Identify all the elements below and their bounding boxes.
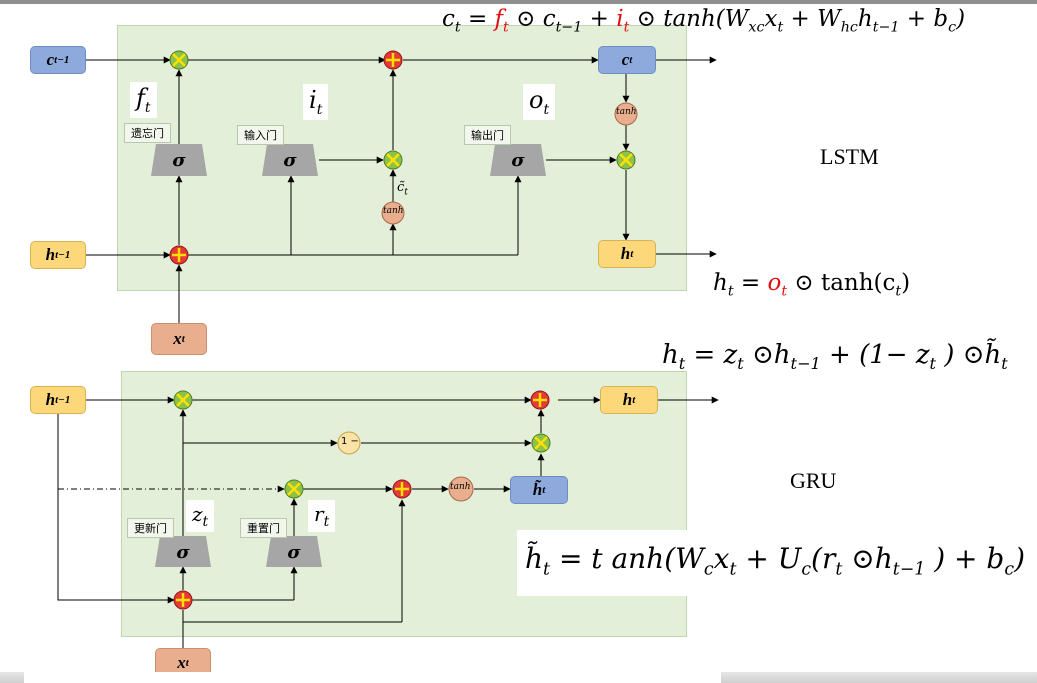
- gru-r-t-symbol: rt: [308, 500, 336, 532]
- gru-one-minus-label: 1 −: [341, 436, 359, 447]
- gru-update-sigma: σ: [176, 541, 190, 563]
- lstm-c-tilde-label: c̃t: [397, 180, 408, 198]
- lstm-i-t-symbol: it: [303, 84, 329, 120]
- forget-gate-tag: 遗忘门: [124, 123, 171, 143]
- lstm-o-t-symbol: ot: [523, 84, 556, 120]
- multiply-nodes: [169, 50, 636, 499]
- gru-hidden-equation: ht = zt ⊙ht−1 + (1− zt ) ⊙h̃t: [662, 340, 1008, 374]
- update-gate-tag: 更新门: [127, 518, 174, 538]
- top-border: [0, 0, 1037, 4]
- lstm-input-sigma: σ: [283, 149, 297, 171]
- lstm-label: LSTM: [820, 144, 879, 169]
- gru-z-t-symbol: zt: [186, 500, 215, 532]
- add-nodes: [169, 50, 550, 610]
- gru-candidate-equation: h̃t = t anh(Wcxt + Uc(rt ⊙ht−1 ) + bc): [517, 530, 1025, 596]
- lstm-cell-equation: ct = ft ⊙ ct−1 + it ⊙ tanh(Wxcxt + Whcht…: [442, 6, 966, 36]
- lstm-tanh-candidate-label: tanh: [383, 206, 404, 216]
- gru-h-tilde-box: h̃t: [510, 476, 568, 504]
- input-gate-tag: 输入门: [237, 125, 284, 145]
- gru-tanh-label: tanh: [450, 482, 471, 492]
- lstm-tanh-c-label: tanh: [616, 107, 637, 117]
- lstm-forget-sigma: σ: [172, 149, 186, 171]
- bottom-border-gap: [24, 672, 721, 683]
- lstm-f-t-symbol: ft: [130, 82, 157, 118]
- reset-gate-tag: 重置门: [240, 518, 287, 538]
- lstm-output-sigma: σ: [511, 149, 525, 171]
- gru-label: GRU: [790, 468, 837, 493]
- gru-reset-sigma: σ: [287, 541, 301, 563]
- lstm-hidden-equation: ht = ot ⊙ tanh(ct): [713, 270, 911, 300]
- output-gate-tag: 输出门: [464, 125, 511, 145]
